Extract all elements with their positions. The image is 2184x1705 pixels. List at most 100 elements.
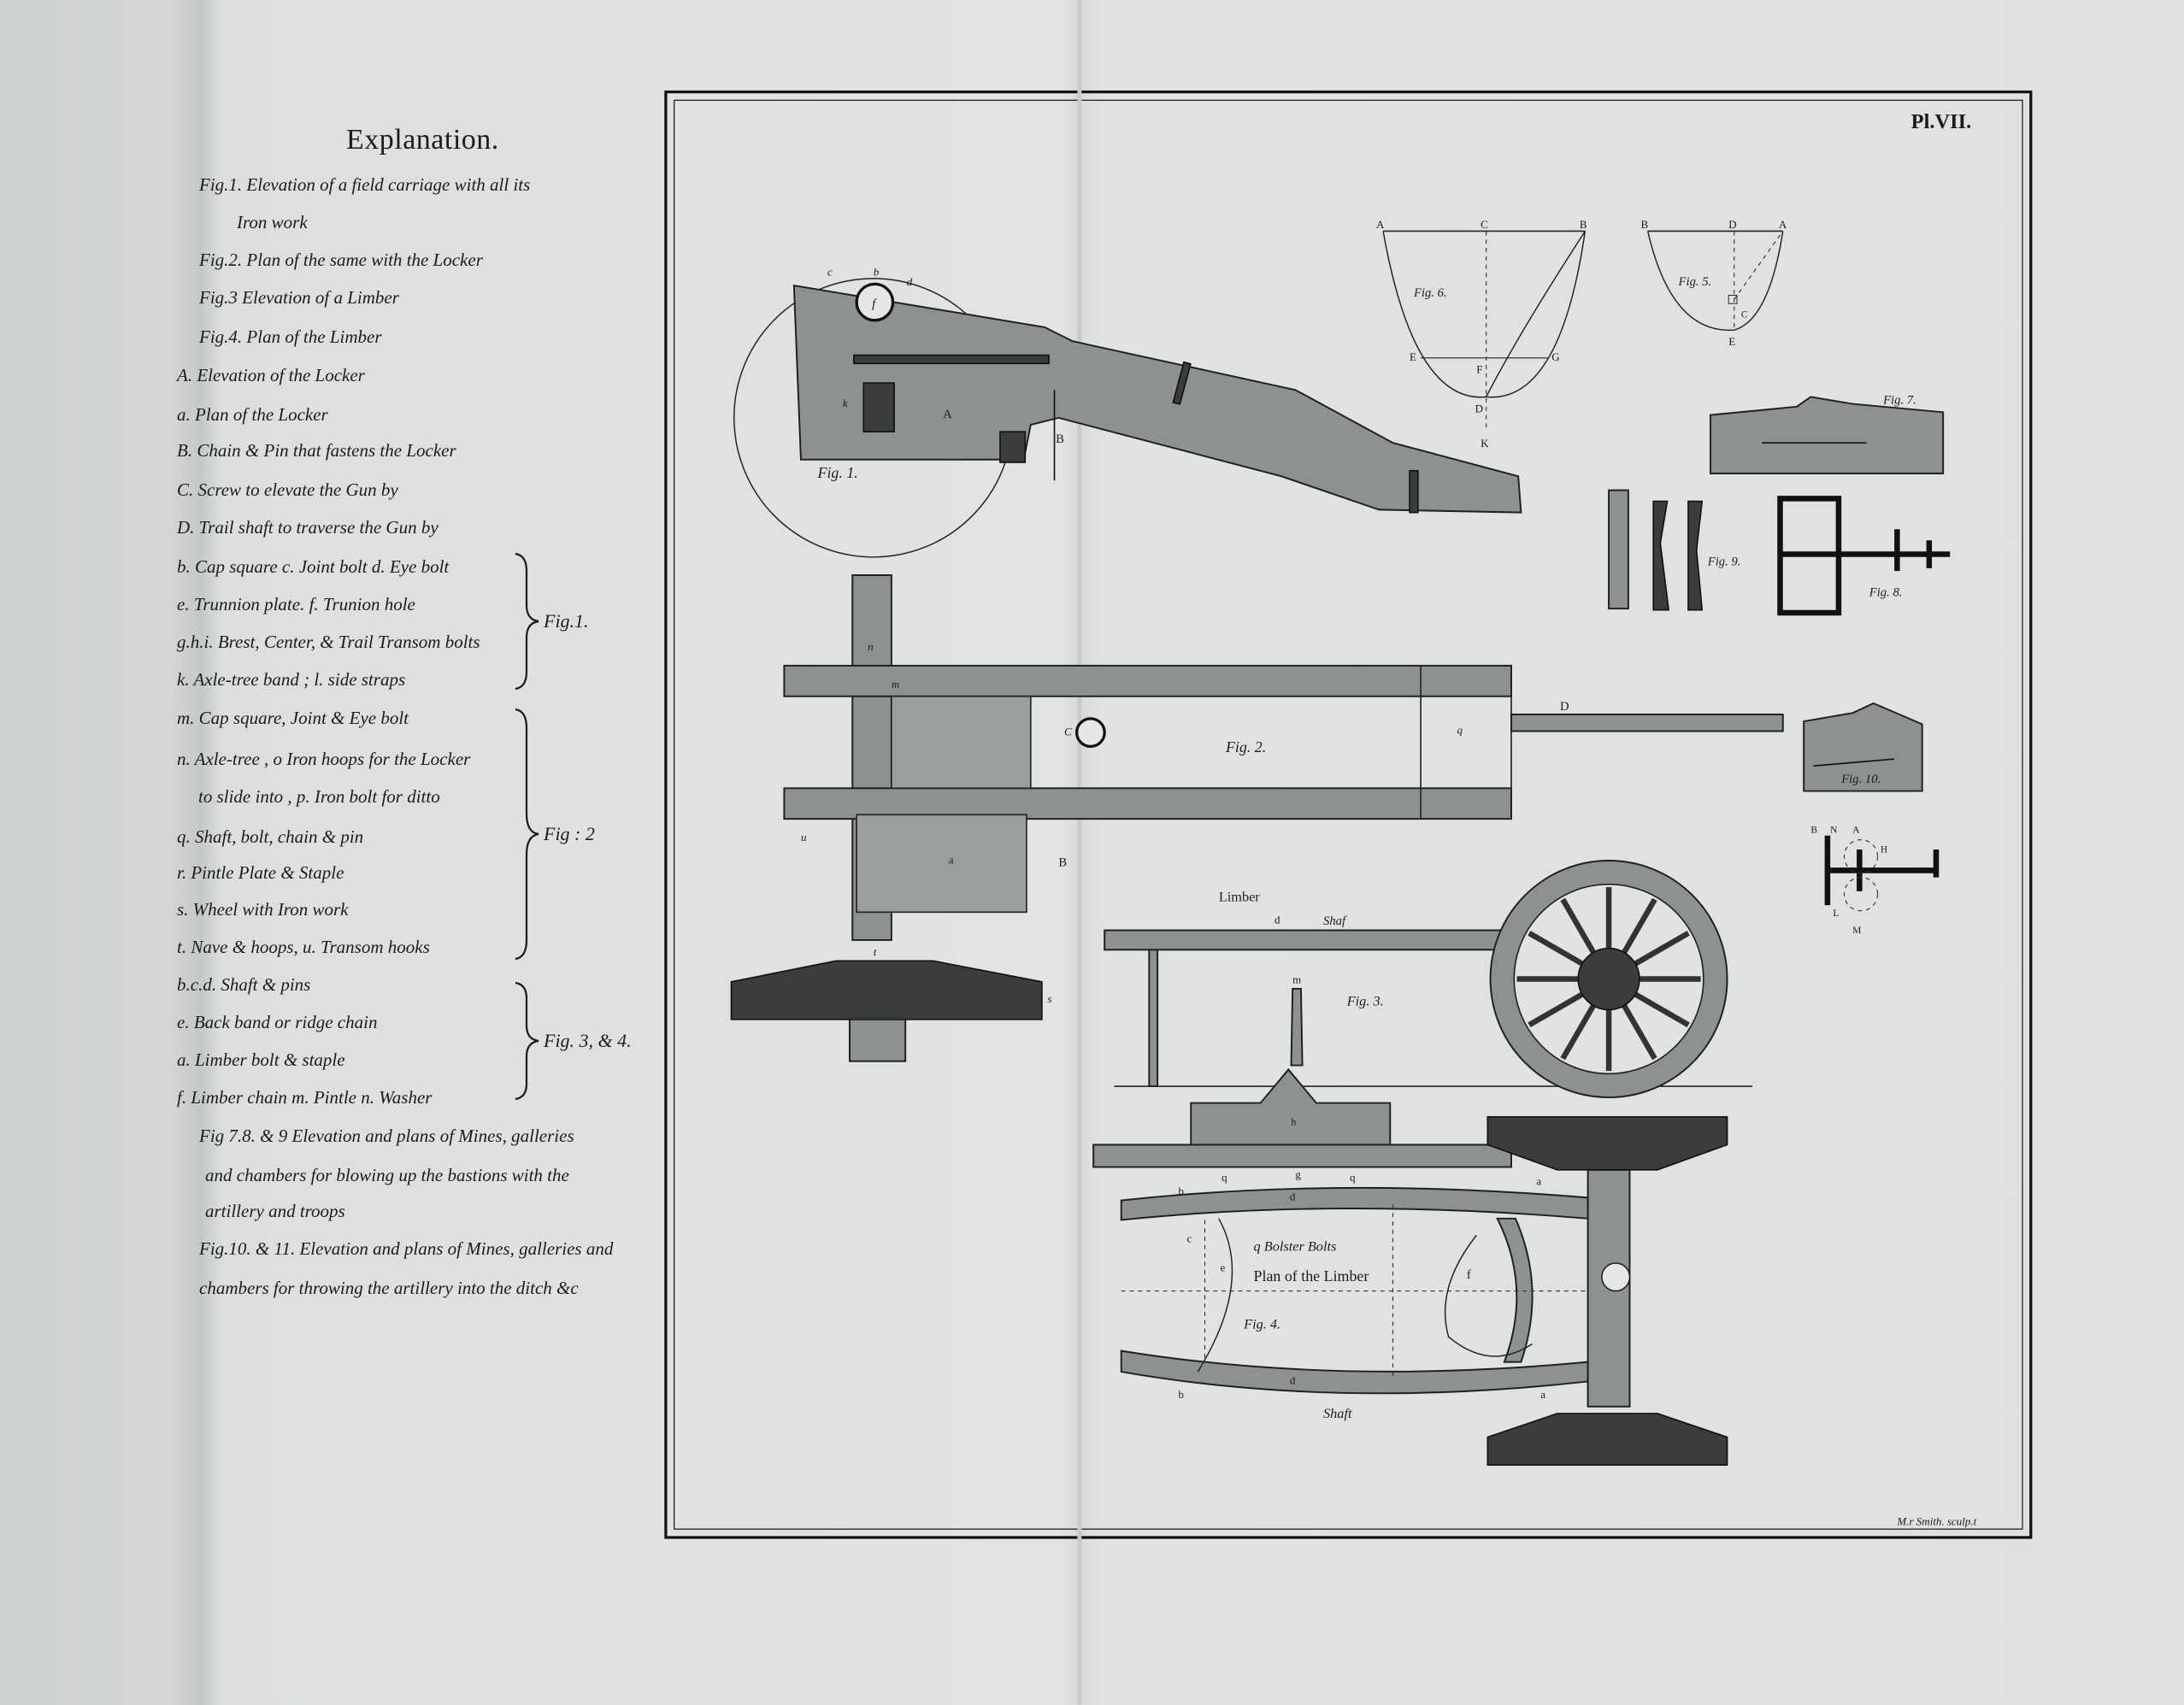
fig3-letter-g: g <box>1295 1168 1301 1181</box>
explanation-title: Explanation. <box>346 124 499 156</box>
fig2-letter-u: u <box>801 831 807 844</box>
fig9-label: Fig. 9. <box>1707 556 1741 569</box>
brace-fig3-4 <box>515 981 539 1101</box>
limber-caption: Limber <box>1219 888 1260 904</box>
fig3-limber-elevation: Limber Shaf Fig. 3. d m h q g q <box>1092 860 1752 1184</box>
explanation-line: chambers for throwing the artillery into… <box>199 1278 579 1298</box>
fig1-letter-d: d <box>907 275 913 288</box>
fig3-letter-q2: q <box>1350 1171 1356 1184</box>
fig6-point-E: E <box>1410 350 1416 363</box>
explanation-line: B. Chain & Pin that fastens the Locker <box>177 440 456 461</box>
fig1-letter-c: c <box>827 266 833 279</box>
fig5-point-E: E <box>1728 335 1735 348</box>
explanation-line: Fig.1. Elevation of a field carriage wit… <box>199 174 531 195</box>
plate-outer-border <box>664 90 2033 1539</box>
shaft-caption-top: Shaf <box>1323 914 1347 928</box>
explanation-line: k. Axle-tree band ; l. side straps <box>177 669 406 690</box>
fig1-letter-k: k <box>843 397 848 409</box>
fig3-letter-h: h <box>1292 1118 1297 1128</box>
explanation-line: t. Nave & hoops, u. Transom hooks <box>177 937 430 957</box>
fig4-limber-plan: q Bolster Bolts Plan of the Limber Fig. … <box>1120 1116 1728 1467</box>
fig3-label: Fig. 3. <box>1346 992 1384 1008</box>
plate-inner-border <box>674 99 2023 1530</box>
explanation-line: q. Shaft, bolt, chain & pin <box>177 826 364 847</box>
explanation-line: a. Plan of the Locker <box>177 404 328 425</box>
fig1-letter-b: b <box>874 266 880 279</box>
fig2-letter-s: s <box>1047 992 1051 1005</box>
brace-label-fig3-4: Fig. 3, & 4. <box>544 1030 632 1051</box>
fig6-point-C: C <box>1481 218 1488 231</box>
fig4-letter-f: f <box>1467 1268 1471 1282</box>
fig11-letter-H: H <box>1881 844 1887 855</box>
plan-of-limber-caption: Plan of the Limber <box>1254 1267 1369 1285</box>
fig6-label: Fig. 6. <box>1413 286 1447 300</box>
fig2-letter-t: t <box>874 945 877 958</box>
explanation-line: m. Cap square, Joint & Eye bolt <box>177 708 409 728</box>
fig6-parabola: A C B E F G D K Fig. 6. <box>1376 218 1587 450</box>
fig4-letter-a1: a <box>1536 1175 1541 1188</box>
fig11-letter-L: L <box>1833 908 1839 919</box>
explanation-line: r. Pintle Plate & Staple <box>177 862 344 883</box>
fig4-letter-e: e <box>1220 1261 1225 1274</box>
explanation-line: e. Trunnion plate. f. Trunion hole <box>177 594 415 614</box>
explanation-line: s. Wheel with Iron work <box>177 899 349 920</box>
fig7-mine-elevation: Fig. 7. <box>1710 394 1945 475</box>
fig8-mine-plan: Fig. 8. <box>1777 496 1951 616</box>
fig2-letter-m: m <box>892 678 899 691</box>
explanation-line: Fig.2. Plan of the same with the Locker <box>199 250 483 270</box>
brace-label-fig1: Fig.1. <box>544 610 589 632</box>
fig2-letter-n: n <box>868 640 874 653</box>
fig5-point-A: A <box>1779 218 1787 231</box>
explanation-line: e. Back band or ridge chain <box>177 1012 378 1032</box>
brace-fig1 <box>515 552 539 691</box>
fig5-point-C: C <box>1741 310 1748 320</box>
fig2-letter-D: D <box>1560 700 1569 714</box>
explanation-line: Fig.3 Elevation of a Limber <box>199 287 399 308</box>
fig3-letter-d: d <box>1274 913 1280 926</box>
fig11-letter-B: B <box>1810 825 1817 835</box>
explanation-line: Iron work <box>237 212 308 232</box>
fig9-mine-sections: Fig. 9. <box>1608 489 1741 611</box>
plate-number: Pl.VII. <box>1911 110 1972 133</box>
explanation-line: Fig.4. Plan of the Limber <box>199 326 382 347</box>
fig2-carriage-plan: Fig. 2. n m C q D u a B t s <box>730 574 1784 1062</box>
fig4-letter-c: c <box>1186 1232 1192 1245</box>
explanation-line: to slide into , p. Iron bolt for ditto <box>198 786 440 807</box>
explanation-line: artillery and troops <box>205 1201 345 1221</box>
fig1-letter-f: f <box>872 297 877 311</box>
fig11-mine-plan: B N A H L M <box>1810 825 1940 936</box>
fig6-point-F: F <box>1476 363 1482 376</box>
explanation-line: C. Screw to elevate the Gun by <box>177 479 398 500</box>
fig6-point-B: B <box>1580 218 1587 231</box>
fig4-label: Fig. 4. <box>1243 1316 1280 1332</box>
explanation-line: n. Axle-tree , o Iron hoops for the Lock… <box>177 749 471 769</box>
fig1-label: Fig. 1. <box>817 464 858 481</box>
brace-label-fig2: Fig : 2 <box>544 823 595 844</box>
fig4-letter-d1: d <box>1290 1191 1296 1203</box>
fig4-letter-b2: b <box>1179 1388 1185 1401</box>
fig7-label: Fig. 7. <box>1882 394 1916 408</box>
fig3-letter-q1: q <box>1222 1171 1227 1184</box>
fig10-mine-elevation: Fig. 10. <box>1803 702 1923 792</box>
fig11-letter-A: A <box>1852 825 1860 835</box>
fig2-letter-B: B <box>1058 856 1067 870</box>
fig5-point-D: D <box>1728 218 1736 231</box>
fig6-point-D: D <box>1475 402 1483 414</box>
fig1-carriage-elevation: Fig. 1. A B k c b d f <box>733 266 1522 558</box>
shaft-caption-bottom: Shaft <box>1323 1405 1352 1421</box>
fig11-letter-M: M <box>1852 926 1861 936</box>
explanation-line: g.h.i. Brest, Center, & Trail Transom bo… <box>177 632 480 652</box>
fig6-point-K: K <box>1481 437 1489 450</box>
bolster-bolts-caption: q Bolster Bolts <box>1254 1238 1337 1254</box>
engraver-signature: M.r Smith. sculp.t <box>1896 1514 1976 1527</box>
fig1-letter-A: A <box>943 408 952 421</box>
fig1-letter-B: B <box>1056 432 1064 446</box>
explanation-line: Fig.10. & 11. Elevation and plans of Min… <box>199 1238 614 1259</box>
explanation-line: and chambers for blowing up the bastions… <box>205 1165 569 1185</box>
fig6-point-G: G <box>1551 350 1559 363</box>
fig10-label: Fig. 10. <box>1840 773 1881 786</box>
fig8-label: Fig. 8. <box>1869 585 1903 599</box>
explanation-line: f. Limber chain m. Pintle n. Washer <box>177 1087 433 1108</box>
explanation-line: a. Limber bolt & staple <box>177 1049 345 1070</box>
